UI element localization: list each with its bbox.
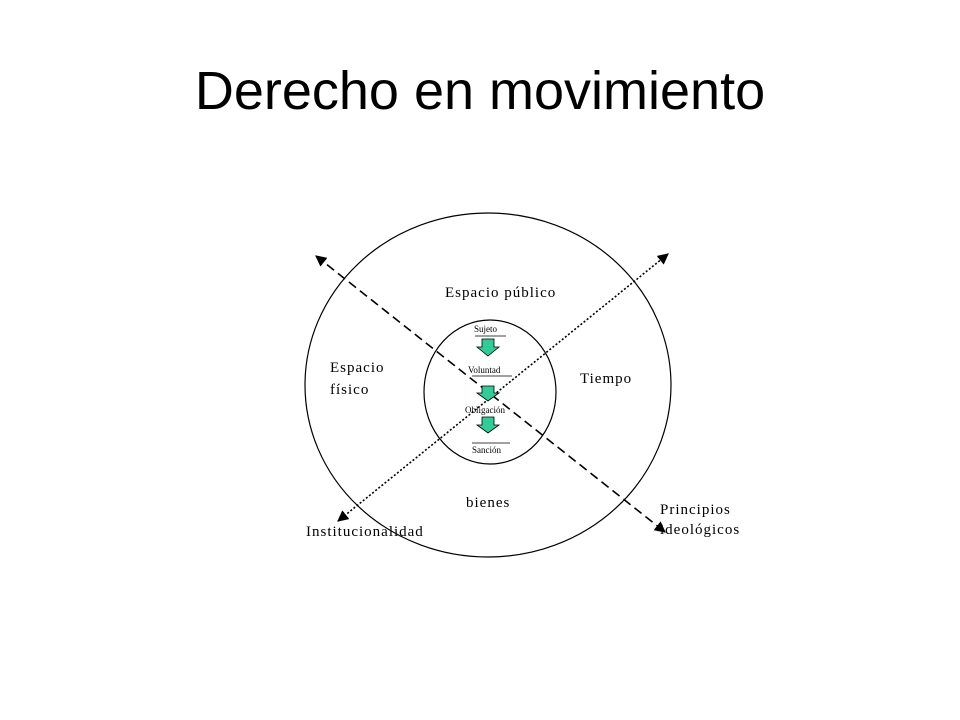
label-obligacion: Obligación	[465, 405, 505, 415]
page-title: Derecho en movimiento	[194, 61, 766, 121]
label-institucionalidad: Institucionalidad	[306, 524, 424, 540]
label-espacio-fisico-line1: Espacio	[330, 360, 384, 376]
label-espacio-publico: Espacio público	[445, 285, 556, 301]
dotted-diagonal-arrow	[337, 253, 669, 522]
label-bienes: bienes	[466, 495, 510, 511]
label-sancion: Sanción	[472, 445, 501, 455]
label-principios-line1: Principios	[660, 502, 731, 518]
down-arrow-icon-3	[475, 416, 501, 434]
label-tiempo: Tiempo	[580, 371, 632, 387]
label-sujeto: Sujeto	[474, 324, 498, 334]
label-voluntad: Voluntad	[468, 365, 501, 375]
outer-circle	[304, 212, 672, 558]
label-principios-line2: ideológicos	[660, 522, 740, 538]
label-espacio-fisico-line2: físico	[330, 382, 369, 398]
down-arrow-icon-1	[475, 338, 501, 357]
down-arrow-icon-2	[475, 385, 501, 402]
